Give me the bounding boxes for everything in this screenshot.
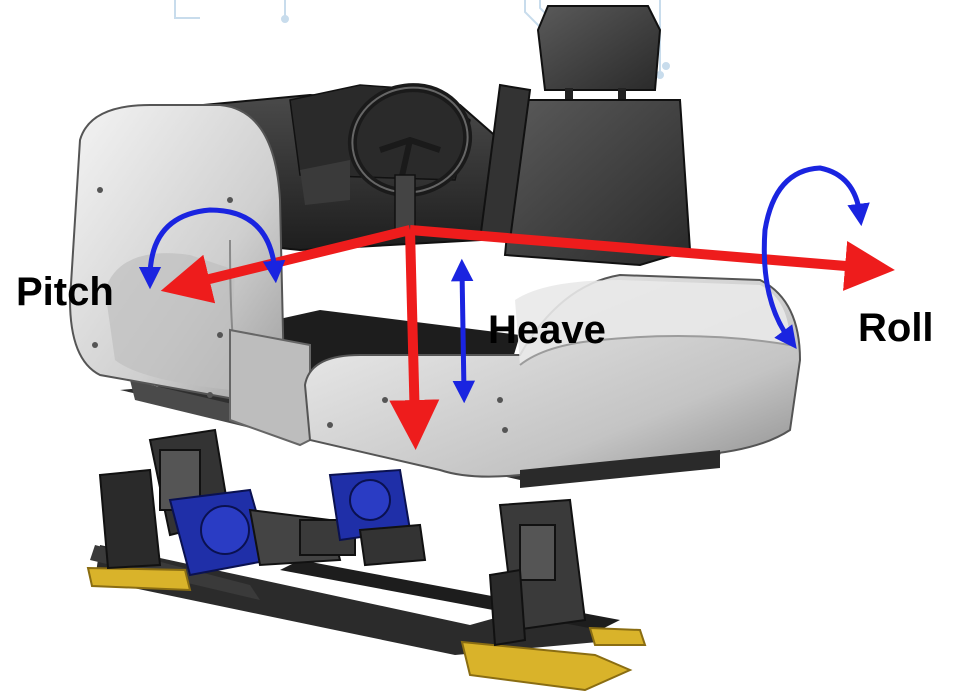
heave-axis-arrow	[389, 229, 440, 450]
footpad-front	[460, 640, 633, 692]
seat	[478, 5, 692, 267]
left-actuator	[98, 428, 356, 577]
roll-rotation-arrow	[761, 165, 870, 350]
seat-headrest	[536, 5, 662, 91]
pitch-label: Pitch	[16, 270, 114, 314]
center-actuator	[328, 468, 427, 567]
heave-label: Heave	[488, 308, 606, 352]
rotation-arrows	[138, 165, 870, 404]
roll-label: Roll	[858, 306, 934, 350]
pitch-rotation-arrow	[138, 207, 286, 290]
footpad-left	[86, 566, 192, 592]
right-side-panel	[303, 273, 802, 488]
panel-fasteners	[92, 187, 508, 433]
front-lower-panel	[229, 328, 311, 447]
circuit-lines-decoration	[174, 0, 670, 79]
heave-double-arrow	[450, 258, 476, 404]
right-support	[488, 498, 587, 647]
